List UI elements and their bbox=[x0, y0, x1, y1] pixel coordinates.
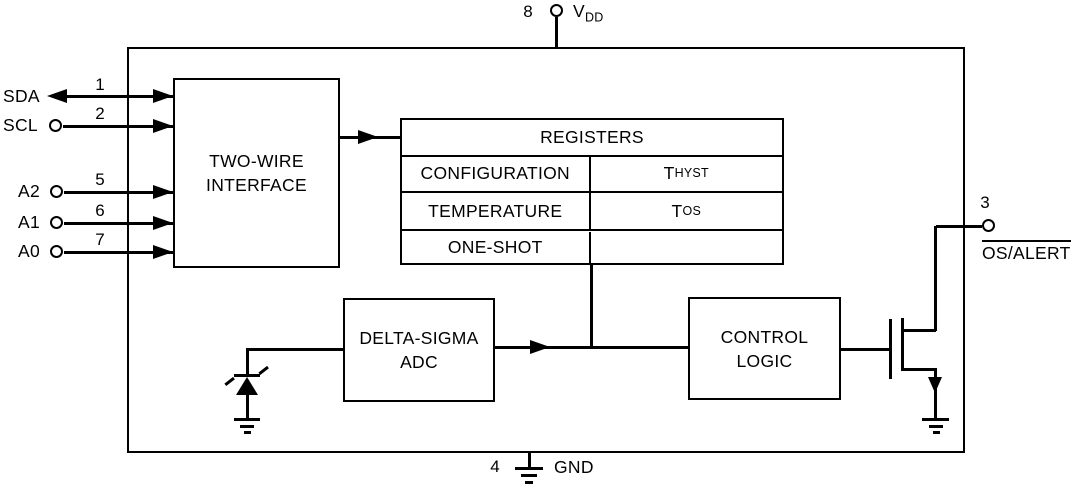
gnd-ground-bar bbox=[525, 481, 533, 484]
a2-pin-number: 5 bbox=[95, 170, 105, 189]
os-alert-pin-circle bbox=[982, 219, 995, 232]
scl-pin-circle bbox=[49, 119, 62, 132]
diode-ground-bar bbox=[244, 431, 251, 434]
adc-output-arrow-icon bbox=[530, 340, 550, 354]
sda-pin-number: 1 bbox=[95, 75, 105, 94]
chip-outline bbox=[127, 47, 965, 453]
a0-wire bbox=[64, 251, 173, 254]
scl-wire bbox=[63, 125, 173, 128]
mosfet-ground-bar bbox=[929, 425, 943, 428]
a2-pin-label: A2 bbox=[18, 181, 41, 201]
scl-pin-label: SCL bbox=[3, 115, 38, 135]
registers-bus-wire bbox=[590, 263, 593, 348]
mosfet-drain-riser-wire bbox=[934, 226, 937, 331]
a2-arrow-icon bbox=[153, 185, 173, 199]
control-logic-label: CONTROL bbox=[720, 326, 809, 347]
os-alert-pin-number: 3 bbox=[980, 193, 990, 212]
mosfet-source-wire bbox=[903, 368, 936, 371]
adc-to-control-wire bbox=[495, 346, 690, 349]
register-empty-cell bbox=[591, 232, 783, 263]
delta-sigma-adc-label: DELTA-SIGMA bbox=[359, 328, 479, 348]
scl-pin-number: 2 bbox=[95, 104, 105, 123]
vdd-pin-number: 8 bbox=[523, 2, 533, 21]
a1-pin-circle bbox=[50, 216, 63, 229]
gnd-ground-bar bbox=[521, 474, 537, 477]
mosfet-gate-bar bbox=[889, 319, 892, 379]
gnd-wire bbox=[528, 452, 531, 468]
register-one-shot: ONE-SHOT bbox=[402, 231, 591, 263]
two-wire-interface-label: TWO-WIRE bbox=[209, 151, 304, 171]
a2-wire bbox=[64, 191, 173, 194]
scl-arrow-icon bbox=[153, 119, 173, 133]
mosfet-source-arrow-icon bbox=[928, 377, 942, 393]
os-alert-wire bbox=[936, 225, 982, 228]
vdd-wire bbox=[555, 17, 558, 48]
a1-pin-label: A1 bbox=[18, 212, 41, 232]
delta-sigma-adc-label: ADC bbox=[400, 352, 438, 372]
register-temperature: TEMPERATURE bbox=[402, 193, 591, 229]
sda-wire bbox=[58, 95, 173, 98]
twi-to-registers-arrow-icon bbox=[358, 130, 378, 144]
a0-pin-circle bbox=[50, 245, 63, 258]
register-configuration: CONFIGURATION bbox=[402, 154, 591, 191]
sda-pin-label: SDA bbox=[3, 86, 40, 106]
control-to-gate-wire bbox=[841, 348, 891, 351]
mosfet-channel-bar bbox=[901, 318, 904, 371]
mosfet-drain-wire bbox=[903, 329, 936, 332]
diode-ground-bar bbox=[234, 418, 260, 421]
mosfet-ground-bar bbox=[933, 431, 940, 434]
a1-arrow-icon bbox=[153, 216, 173, 230]
mosfet-source-drop-wire bbox=[934, 368, 937, 418]
control-logic-block: CONTROL LOGIC bbox=[688, 297, 841, 400]
a0-pin-label: A0 bbox=[18, 241, 41, 261]
control-logic-label: LOGIC bbox=[736, 350, 793, 371]
diode-cathode-bar bbox=[234, 374, 260, 377]
mosfet-ground-bar bbox=[922, 418, 949, 421]
registers-title: REGISTERS bbox=[540, 127, 644, 148]
diode-stem-wire bbox=[246, 348, 249, 376]
a1-pin-number: 6 bbox=[95, 201, 105, 220]
vdd-pin-circle bbox=[550, 4, 563, 17]
table-row: ONE-SHOT bbox=[402, 231, 783, 263]
diode-ground-wire bbox=[246, 395, 249, 419]
os-alert-pin-label: OS/ALERT bbox=[982, 240, 1071, 264]
gnd-pin-label: GND bbox=[554, 457, 594, 477]
gnd-ground-bar bbox=[515, 467, 543, 470]
delta-sigma-adc-block: DELTA-SIGMA ADC bbox=[343, 298, 495, 402]
a0-pin-number: 7 bbox=[95, 230, 105, 249]
vdd-pin-label: VDD bbox=[573, 1, 604, 25]
two-wire-interface-label: INTERFACE bbox=[206, 175, 307, 195]
diode-to-adc-wire bbox=[247, 348, 343, 351]
a0-arrow-icon bbox=[153, 245, 173, 259]
two-wire-interface-block: TWO-WIRE INTERFACE bbox=[173, 78, 340, 268]
diode-ground-bar bbox=[240, 425, 254, 428]
sda-arrow-left-icon bbox=[47, 89, 67, 103]
sda-arrow-right-icon bbox=[153, 89, 173, 103]
gnd-pin-number: 4 bbox=[490, 457, 500, 476]
a1-wire bbox=[64, 222, 173, 225]
diode-anode-triangle bbox=[236, 377, 258, 395]
a2-pin-circle bbox=[50, 185, 63, 198]
